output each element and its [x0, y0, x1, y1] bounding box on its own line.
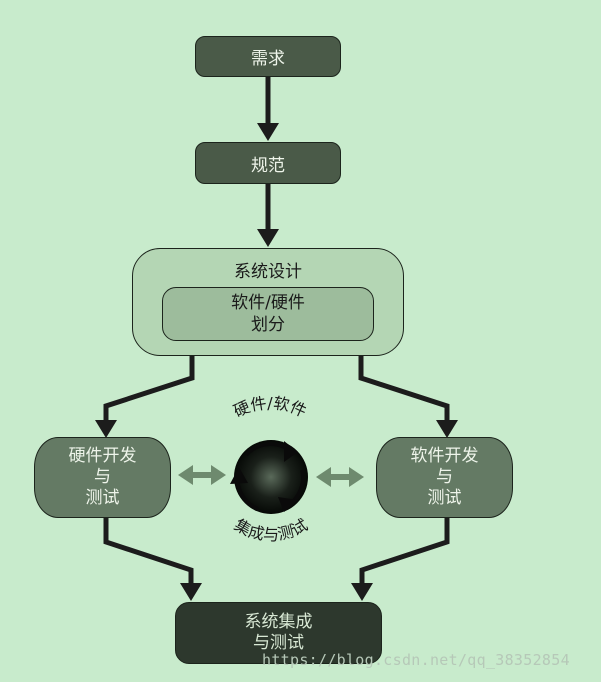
- hardware-dev-label: 硬件开发 与 测试: [68, 446, 137, 508]
- software-dev-box: 软件开发 与 测试: [376, 437, 513, 518]
- cosimulation-cycle-icon: [230, 440, 308, 514]
- system-design-label: 系统设计: [234, 262, 302, 282]
- arrow-hw-to-integration: [103, 518, 202, 601]
- arrow-requirements-to-spec: [257, 77, 279, 141]
- partition-box: 软件/硬件 划分: [162, 287, 374, 341]
- arrow-sw-to-integration: [351, 518, 450, 601]
- specification-box: 规范: [195, 142, 341, 184]
- specification-label: 规范: [251, 155, 285, 176]
- double-arrow-left: [178, 465, 226, 485]
- watermark: https://blog.csdn.net/qq_38352854: [262, 651, 570, 669]
- arrow-design-to-sw: [358, 356, 458, 438]
- software-dev-label: 软件开发 与 测试: [410, 446, 479, 508]
- system-design-box: 系统设计 软件/硬件 划分: [132, 248, 404, 356]
- requirements-label: 需求: [251, 49, 285, 69]
- integration-label: 系统集成 与测试: [244, 612, 313, 653]
- arrow-design-to-hw: [95, 356, 195, 438]
- cosim-bottom-label: 集成与测试: [231, 515, 311, 544]
- arrow-spec-to-design: [257, 184, 279, 247]
- hardware-dev-box: 硬件开发 与 测试: [34, 437, 171, 518]
- partition-label: 软件/硬件 划分: [231, 293, 305, 335]
- requirements-box: 需求: [195, 36, 341, 77]
- double-arrow-right: [316, 467, 364, 487]
- cosim-top-label: 硬件/软件: [230, 393, 309, 421]
- integration-box: 系统集成 与测试: [175, 602, 382, 664]
